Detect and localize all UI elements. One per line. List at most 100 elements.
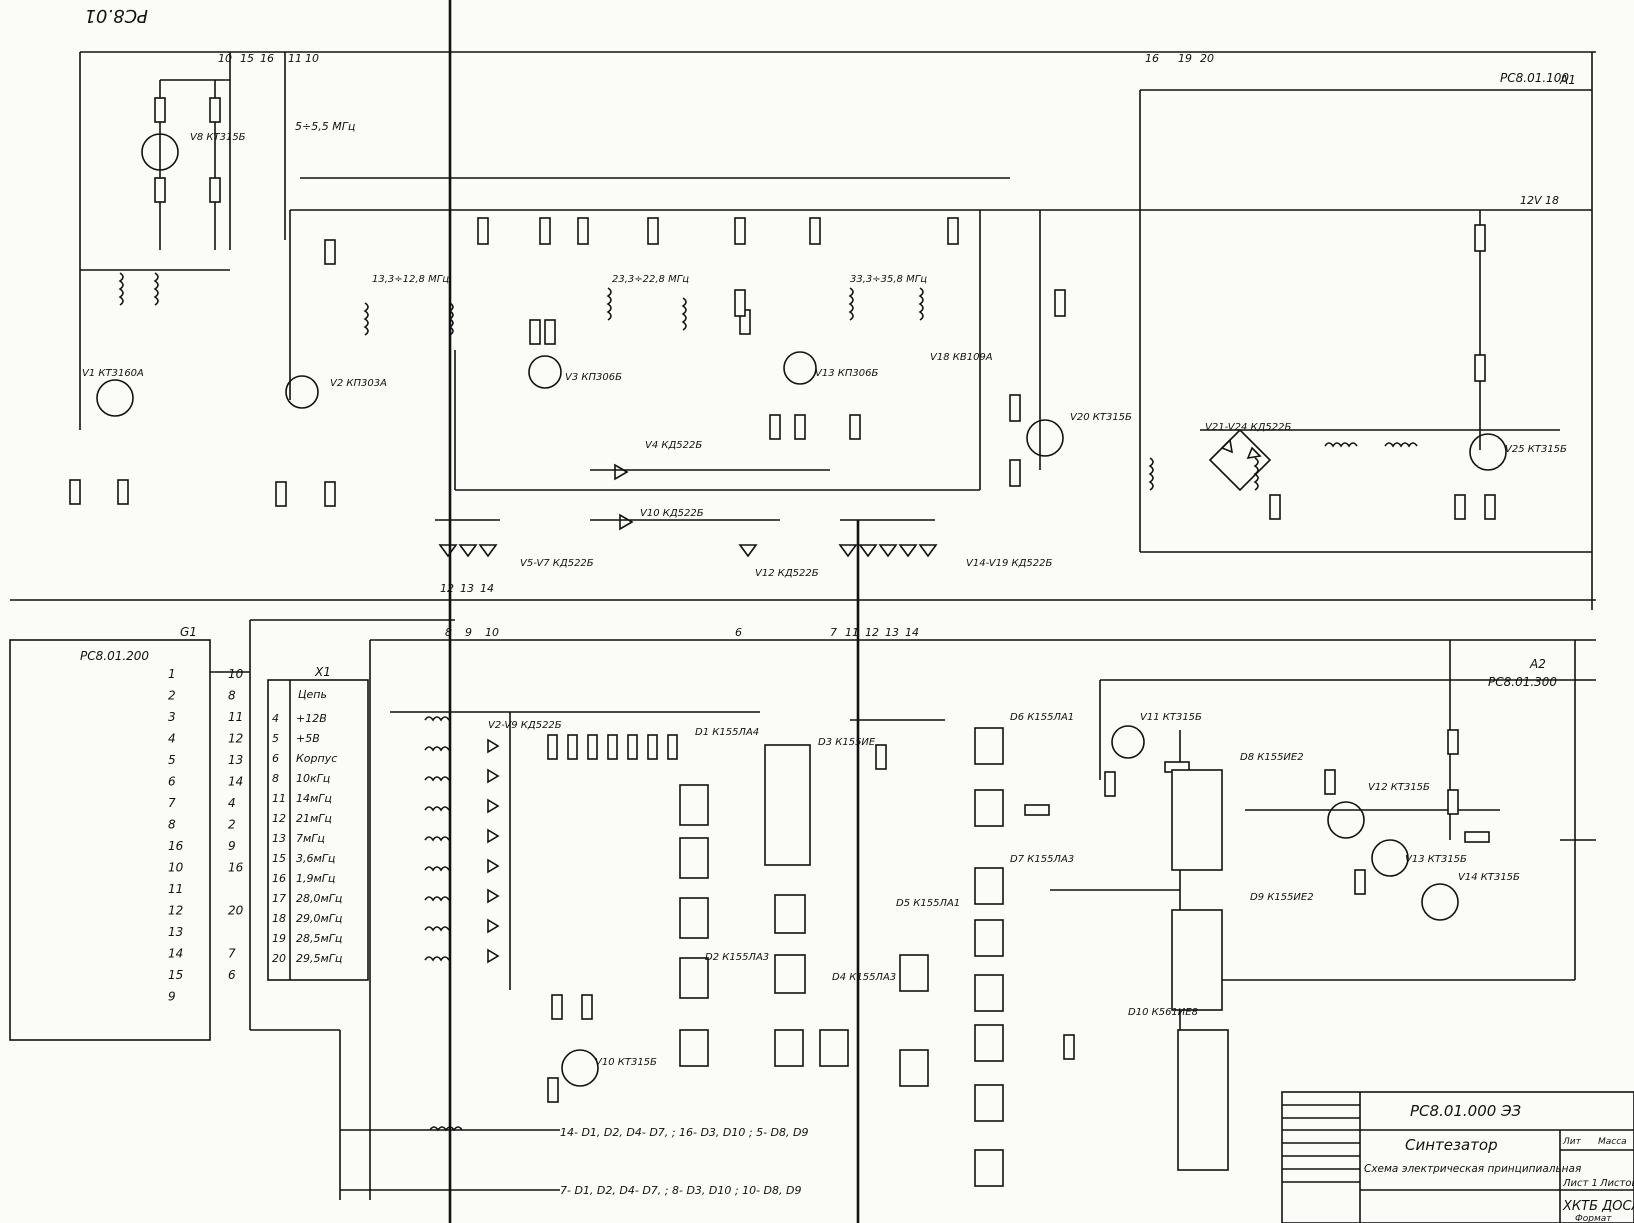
x1-pin: 6	[272, 752, 279, 765]
g1-pin-left: 11	[168, 882, 183, 896]
connector-pin: 14	[905, 626, 919, 639]
connector-pin: 12	[440, 582, 454, 595]
freq-label-5: 12V 18	[1520, 194, 1559, 207]
transistor-label-4: V13 КП306Б	[815, 368, 878, 379]
transistor-label-8: V11 КТ315Б	[1140, 712, 1202, 723]
freq-label-2: 13,3÷12,8 МГц	[372, 274, 449, 285]
x1-pin: 18	[272, 912, 286, 925]
x1-pin: 4	[272, 712, 279, 725]
g1-pin-right: 2	[228, 818, 236, 832]
x1-pin: 19	[272, 932, 286, 945]
transistor-label-9: V10 КТ315Б	[595, 1057, 657, 1068]
logic-gates	[679, 727, 1229, 1187]
x1-signal: 10кГц	[296, 772, 330, 785]
a2-code: PC8.01.300	[1488, 675, 1557, 689]
x1-pin: 17	[272, 892, 286, 905]
chip-label-10: D10 К561ИЕ8	[1128, 1007, 1198, 1018]
diode-label-8: V2-V9 КД522Б	[488, 720, 562, 731]
x1-signal: 14мГц	[296, 792, 332, 805]
connector-pin: 15	[240, 52, 254, 65]
connector-pin: 12	[865, 626, 879, 639]
transistor-label-2: V2 КП303А	[330, 378, 387, 389]
g1-code: PC8.01.200	[80, 649, 149, 663]
x1-signal: 1,9мГц	[296, 872, 335, 885]
x1-signal: +5В	[296, 732, 320, 745]
g1-module	[9, 619, 455, 1200]
g1-pin-right: 12	[228, 732, 243, 746]
doc-subtitle: Схема электрическая принципиальная	[1364, 1163, 1581, 1175]
g1-pin-right: 7	[228, 947, 236, 961]
x1-pin: 15	[272, 852, 286, 865]
transistor-label-5: V20 КТ315Б	[1070, 412, 1132, 423]
x1-signal: 29,0мГц	[296, 912, 342, 925]
freq-label-3: 23,3÷22,8 МГц	[612, 274, 689, 285]
connector-pin: 7	[830, 626, 837, 639]
x1-signal: 29,5мГц	[296, 952, 342, 965]
x1-signal: 3,6мГц	[296, 852, 335, 865]
a1-code: PC8.01.100	[1500, 71, 1569, 85]
g1-pin-right: 14	[228, 775, 243, 789]
x1-pin: 20	[272, 952, 286, 965]
transistor-label-10: V12 КТ315Б	[1368, 782, 1430, 793]
connector-pin: 16	[260, 52, 274, 65]
freq-label-4: 33,3÷35,8 МГц	[850, 274, 927, 285]
g1-pin-right: 10	[228, 667, 244, 681]
diode-label-5: V14-V19 КД522Б	[966, 558, 1053, 569]
g1-pin-right: 9	[228, 839, 236, 853]
g1-pin-left: 10	[168, 861, 184, 875]
connector-pin: 10	[485, 626, 499, 639]
connector-pin: 10	[218, 52, 232, 65]
chip-label-3: D3 К155ИЕ	[818, 737, 876, 748]
g1-pin-right: 4	[228, 796, 236, 810]
sheet-no: Лист 1	[1562, 1178, 1598, 1189]
x1-pin: 16	[272, 872, 286, 885]
inductor-column	[424, 716, 500, 1132]
x1-signal: 28,0мГц	[296, 892, 342, 905]
doc-number: PC8.01.000 ЭЗ	[1410, 1102, 1522, 1120]
connector-pin: 14	[480, 582, 494, 595]
diode-row	[435, 463, 938, 558]
x1-connector-table	[267, 679, 369, 981]
connector-pin: 13	[885, 626, 899, 639]
g1-pin-left: 12	[168, 904, 183, 918]
g1-pin-right: 13	[228, 753, 243, 767]
transistor-label-11: V13 КТ315Б	[1405, 854, 1467, 865]
sheet-ref-top: PC8.01	[84, 5, 148, 26]
transistor-label-12: V14 КТ315Б	[1458, 872, 1520, 883]
chip-label-9: D9 К155ИЕ2	[1250, 892, 1314, 903]
diode-label-1: V4 КД522Б	[645, 440, 702, 451]
upper-transistors	[96, 133, 1507, 471]
g1-pin-right: 11	[228, 710, 243, 724]
g1-pin-left: 3	[168, 710, 176, 724]
g1-pin-left: 16	[168, 839, 184, 853]
diode-label-4: V5-V7 КД522Б	[520, 558, 594, 569]
connector-pin: 10	[305, 52, 319, 65]
chip-label-4: D4 К155ЛА3	[832, 972, 896, 983]
x1-pin: 5	[272, 732, 279, 745]
connector-pin: 6	[735, 626, 742, 639]
upper-board-wiring	[10, 0, 1596, 1223]
chip-label-2: D2 К155ЛА3	[705, 952, 769, 963]
transistor-label-1: V1 КТ3160А	[82, 368, 144, 379]
g1-pin-right: 8	[228, 689, 236, 703]
transistor-label-6: V25 КТ315Б	[1505, 444, 1567, 455]
g1-pin-left: 4	[168, 732, 176, 746]
col-mass: Масса	[1598, 1137, 1627, 1147]
x1-header: Цепь	[298, 688, 327, 701]
g1-tag: G1	[180, 625, 197, 639]
power-note-1: 14- D1, D2, D4- D7, ; 16- D3, D10 ; 5- D…	[560, 1126, 808, 1139]
connector-pin: 11	[288, 52, 302, 65]
connector-pin: 20	[1200, 52, 1214, 65]
diode-label-2: V10 КД522Б	[640, 508, 704, 519]
x1-pin: 8	[272, 772, 279, 785]
connector-pin: 9	[465, 626, 472, 639]
power-note-2: 7- D1, D2, D4- D7, ; 8- D3, D10 ; 10- D8…	[560, 1184, 801, 1197]
connector-pin: 8	[445, 626, 452, 639]
x1-signal: 28,5мГц	[296, 932, 342, 945]
transistor-label-7: V8 КТ315Б	[190, 132, 246, 143]
connector-pin: 16	[1145, 52, 1159, 65]
upper-resistors	[69, 97, 1496, 520]
diode-bridge	[1208, 428, 1272, 492]
g1-pin-left: 15	[168, 968, 183, 982]
